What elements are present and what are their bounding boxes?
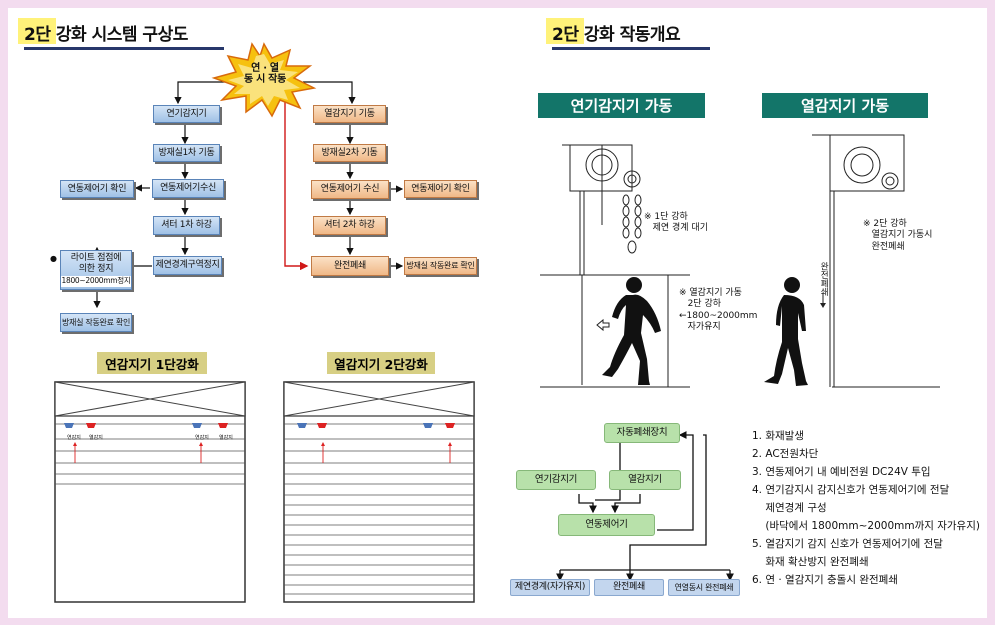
- vertical-full-close-label: 완전폐쇄: [818, 262, 829, 296]
- flow-smoke-detector: 연기감지기: [516, 470, 596, 490]
- flow-box-light-stop: 라이트 점점에 의한 정지 1800~2000mm정지: [60, 250, 132, 290]
- flow-connectors-right: [556, 431, 734, 582]
- flow-controller: 연동제어기: [558, 514, 655, 536]
- right-section-title: 2단 강화 작동개요: [546, 18, 710, 50]
- operation-steps-list: 1. 화재발생 2. AC전원차단 3. 연동제어기 내 예비전원 DC24V …: [752, 427, 980, 589]
- left-section-title: 2단 강화 시스템 구상도: [18, 18, 224, 50]
- step-2: 2. AC전원차단: [752, 448, 819, 460]
- flow-box-controller-check-left: 연동제어기 확인: [60, 180, 134, 198]
- flow-box-shutter-2nd-down: 셔터 2차 하강: [313, 216, 386, 235]
- note-heat-2nd-descent: ※ 열감지기 가동 2단 강하 ←1800~2000mm 자가유지: [679, 288, 758, 332]
- shutter1-title: 연감지기 1단강화: [97, 352, 207, 374]
- shutter1-heat-label-a: 열감지: [89, 435, 103, 441]
- flow-simultaneous-close: 연열동시 완전폐쇄: [668, 579, 740, 596]
- shutter2-drawing: [283, 381, 475, 603]
- simultaneous-operation-label: 연 · 열 동 시 작동: [244, 63, 286, 85]
- flow-box-full-close: 완전폐쇄: [311, 256, 389, 276]
- smoke-operation-header: 연기감지기 가동: [538, 93, 705, 118]
- flow-box-smoke-zone-stop: 제연경계구역정지: [153, 256, 222, 275]
- step-4-sub1: 제연경계 구성: [752, 502, 827, 514]
- shutter1-heat-label-b: 열감지: [219, 435, 233, 441]
- flow-box-confirm-left: 방재실 작동완료 확인: [60, 313, 132, 332]
- step-4-sub2: (바닥에서 1800mm~2000mm까지 자가유지): [752, 520, 980, 532]
- flow-box-controller-receive-right: 연동제어기 수신: [311, 180, 389, 199]
- flow-box-control-room-1st: 방재실1차 기동: [153, 144, 220, 162]
- shutter1-drawing: [54, 381, 246, 603]
- note-1st-descent: ※ 1단 강하 제연 경계 대기: [644, 212, 708, 234]
- step-4: 4. 연기감지시 감지신호가 연동제어기에 전달: [752, 484, 950, 496]
- flow-smoke-boundary: 제연경계(자가유지): [510, 579, 590, 596]
- flow-box-controller-receive: 연동제어기수신: [152, 179, 224, 198]
- flow-box-heat-detector: 열감지기 기동: [313, 105, 386, 123]
- shutter1-smoke-label-b: 연감지: [195, 435, 209, 441]
- step-5-sub: 화재 확산방지 완전폐쇄: [752, 556, 869, 568]
- shutter2-title: 열감지기 2단강화: [327, 352, 435, 374]
- step-1: 1. 화재발생: [752, 430, 804, 442]
- flow-heat-detector: 열감지기: [609, 470, 681, 490]
- bullet-marker: ●: [50, 254, 57, 263]
- flow-full-close: 완전폐쇄: [594, 579, 664, 596]
- light-stop-line1: 라이트 점점에: [70, 253, 122, 264]
- light-stop-line2: 의한 정지: [78, 263, 114, 274]
- operation-illustrations: [540, 134, 940, 388]
- light-stop-range: 1800~2000mm정지: [61, 276, 131, 287]
- step-5: 5. 열감지기 감지 신호가 연동제어기에 전달: [752, 538, 943, 550]
- flow-box-smoke-detector: 연기감지기: [153, 105, 220, 123]
- step-6: 6. 연 · 열감지기 충돌시 완전폐쇄: [752, 574, 898, 586]
- note-full-close: ※ 2단 강하 열감지기 가동시 완전폐쇄: [863, 219, 933, 252]
- flow-box-confirm-right: 방재실 작동완료 확인: [404, 257, 477, 275]
- shutter1-smoke-label-a: 연감지: [67, 435, 81, 441]
- flow-box-shutter-1st-down: 셔터 1차 하강: [153, 216, 220, 235]
- flow-auto-close-device: 자동폐쇄장치: [604, 423, 680, 443]
- heat-operation-header: 열감지기 가동: [762, 93, 928, 118]
- flow-box-controller-check-right: 연동제어기 확인: [404, 180, 477, 198]
- flow-box-control-room-2nd: 방재실2차 기동: [313, 144, 386, 162]
- step-3: 3. 연동제어기 내 예비전원 DC24V 투입: [752, 466, 931, 478]
